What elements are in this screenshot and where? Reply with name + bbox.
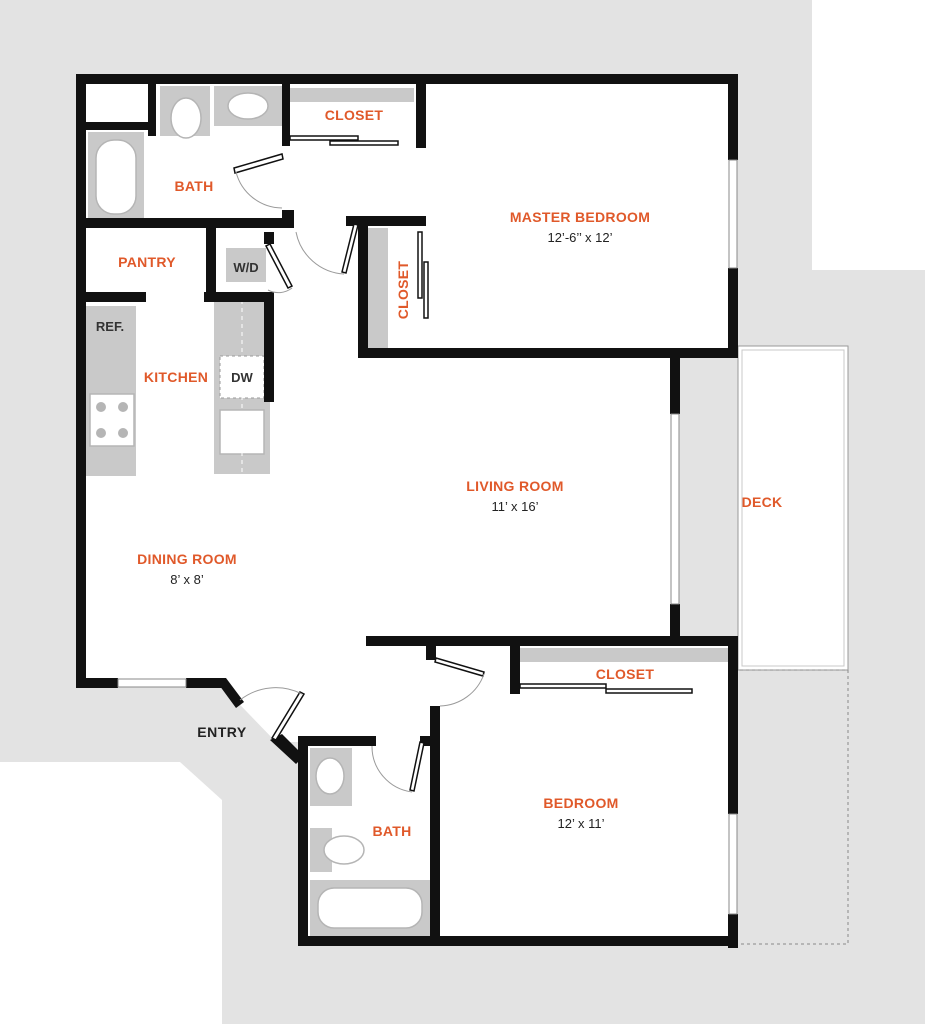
bath-toilet-tank (310, 828, 332, 872)
entry-door (270, 691, 306, 741)
walkin-closet-slider-a (417, 231, 423, 299)
label-master-bath: BATH (174, 178, 213, 194)
label-walkin-closet: CLOSET (395, 261, 411, 320)
bedroom-closet-slider-left (519, 683, 607, 689)
laundry-door (264, 243, 294, 289)
fixtures (86, 86, 728, 936)
label-dishwasher: DW (231, 370, 253, 385)
label-master-closet: CLOSET (325, 107, 384, 123)
bedroom-closet-slider-right (605, 688, 693, 694)
master-bedroom-door (341, 223, 359, 274)
doors (233, 135, 693, 793)
dim-bedroom: 12’ x 11’ (558, 816, 605, 831)
label-entry: ENTRY (197, 724, 247, 740)
label-pantry: PANTRY (118, 254, 176, 270)
windows (117, 159, 738, 915)
label-bedroom-closet: CLOSET (596, 666, 655, 682)
dim-master-bedroom: 12’-6’’ x 12’ (547, 230, 612, 245)
label-master-bedroom: MASTER BEDROOM (510, 209, 650, 225)
sliding-door-deck (670, 413, 680, 605)
window-dining (117, 678, 187, 688)
walls (76, 74, 738, 948)
master-closet-shelf (290, 88, 414, 102)
window-bedroom (728, 813, 738, 915)
master-closet-slider-right (329, 140, 399, 146)
window-master-bedroom (728, 159, 738, 269)
master-bath-door (233, 153, 284, 174)
bath-door (409, 741, 425, 792)
dim-living-room: 11’ x 16’ (492, 499, 539, 514)
label-refrigerator: REF. (96, 319, 124, 334)
bedroom-closet-shelf (520, 648, 728, 662)
label-living-room: LIVING ROOM (466, 478, 563, 494)
master-closet-slider-left (289, 135, 359, 141)
dim-dining-room: 8’ x 8’ (170, 572, 204, 587)
washer-dryer-unit (226, 248, 266, 282)
labels: MASTER BEDROOM 12’-6’’ x 12’ CLOSET CLOS… (96, 107, 783, 839)
label-kitchen: KITCHEN (144, 369, 208, 385)
label-bath: BATH (372, 823, 411, 839)
deck-area (737, 345, 849, 945)
walkin-closet-shelf (368, 228, 388, 348)
label-dining-room: DINING ROOM (137, 551, 237, 567)
refrigerator (86, 306, 136, 350)
label-deck: DECK (742, 494, 783, 510)
walkin-closet-slider-b (423, 261, 429, 319)
label-washer-dryer: W/D (233, 260, 258, 275)
label-bedroom: BEDROOM (543, 795, 618, 811)
range-top (89, 393, 135, 447)
